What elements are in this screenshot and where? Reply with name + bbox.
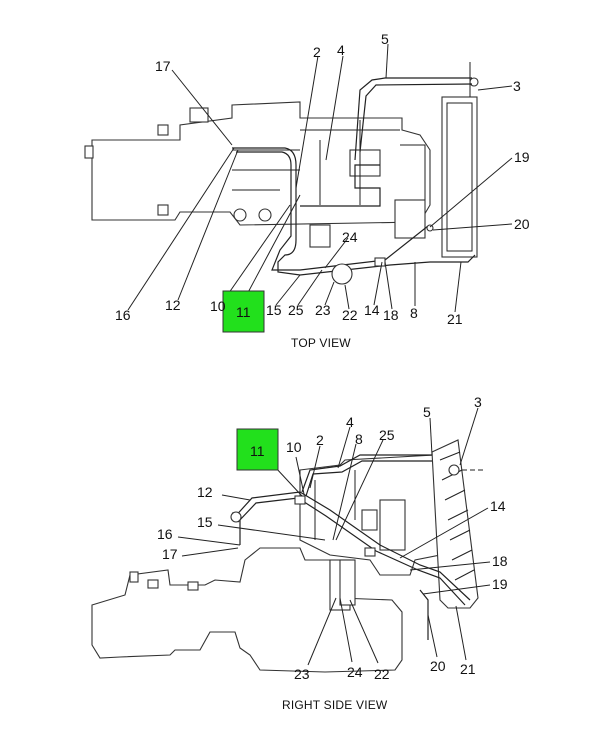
callout-16[interactable]: 16 [157, 526, 173, 542]
callout-3[interactable]: 3 [474, 394, 482, 410]
side-view: 11 10 2 4 8 25 5 3 12 16 15 17 14 18 19 … [91, 394, 508, 712]
top-view: 17 2 4 5 3 19 20 24 16 12 10 11 15 25 23… [84, 31, 530, 350]
callout-20[interactable]: 20 [430, 658, 446, 674]
callout-22[interactable]: 22 [374, 666, 390, 682]
callout-21[interactable]: 21 [447, 311, 463, 327]
callout-4[interactable]: 4 [346, 414, 354, 430]
callout-2[interactable]: 2 [313, 44, 321, 60]
callout-18[interactable]: 18 [492, 553, 508, 569]
callout-10[interactable]: 10 [286, 439, 302, 455]
highlighted-callout-box-side [236, 428, 279, 471]
top-view-callouts: 17 2 4 5 3 19 20 24 16 12 10 11 15 25 23… [115, 31, 530, 327]
callout-17[interactable]: 17 [155, 58, 171, 74]
callout-19[interactable]: 19 [492, 576, 508, 592]
callout-18[interactable]: 18 [383, 307, 399, 323]
callout-25[interactable]: 25 [379, 427, 395, 443]
callout-22[interactable]: 22 [342, 307, 358, 323]
callout-17[interactable]: 17 [162, 546, 178, 562]
side-view-title: RIGHT SIDE VIEW [282, 698, 388, 712]
callout-8[interactable]: 8 [410, 305, 418, 321]
callout-16[interactable]: 16 [115, 307, 131, 323]
callout-20[interactable]: 20 [514, 216, 530, 232]
callout-2[interactable]: 2 [316, 432, 324, 448]
callout-24[interactable]: 24 [342, 229, 358, 245]
callout-15[interactable]: 15 [266, 302, 282, 318]
side-view-callouts: 11 10 2 4 8 25 5 3 12 16 15 17 14 18 19 … [157, 394, 508, 682]
top-view-leaders [127, 43, 513, 313]
highlighted-callout-box-top [222, 290, 265, 333]
callout-19[interactable]: 19 [514, 149, 530, 165]
callout-15[interactable]: 15 [197, 514, 213, 530]
callout-4[interactable]: 4 [337, 42, 345, 58]
callout-23[interactable]: 23 [294, 666, 310, 682]
side-view-leaders [177, 407, 491, 666]
callout-11[interactable]: 11 [250, 443, 265, 459]
callout-25[interactable]: 25 [288, 302, 304, 318]
callout-8[interactable]: 8 [355, 431, 363, 447]
top-view-title: TOP VIEW [291, 336, 351, 350]
callout-21[interactable]: 21 [460, 661, 476, 677]
callout-3[interactable]: 3 [513, 78, 521, 94]
callout-10[interactable]: 10 [210, 298, 226, 314]
callout-14[interactable]: 14 [490, 498, 506, 514]
callout-23[interactable]: 23 [315, 302, 331, 318]
callout-12[interactable]: 12 [197, 484, 213, 500]
callout-11[interactable]: 11 [236, 304, 251, 320]
callout-5[interactable]: 5 [423, 404, 431, 420]
top-view-drawing [84, 62, 479, 285]
callout-24[interactable]: 24 [347, 664, 363, 680]
side-view-drawing [91, 439, 485, 673]
callout-12[interactable]: 12 [165, 297, 181, 313]
callout-5[interactable]: 5 [381, 31, 389, 47]
callout-14[interactable]: 14 [364, 302, 380, 318]
